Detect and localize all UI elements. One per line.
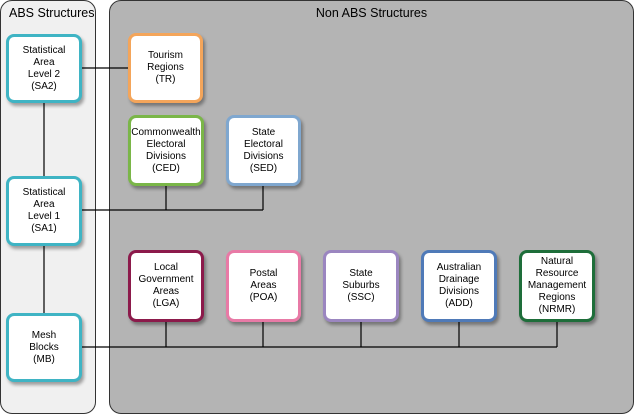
sa1-label-line: Level 1: [27, 211, 61, 222]
nrmr-label-line: (NRMR): [538, 304, 576, 315]
sed-label-line: State: [251, 126, 276, 138]
add-label-line: (ADD): [445, 298, 473, 309]
nrmr-label-line: Regions: [538, 292, 576, 303]
sed-label-line: (SED): [249, 162, 278, 174]
nrmr-label-line: Natural: [540, 256, 574, 267]
sa1-label-line: Statistical: [22, 187, 66, 198]
sed-label-line: Electoral: [244, 138, 283, 150]
tr-label-line: Tourism: [147, 50, 183, 61]
mb-label-line: Mesh: [31, 329, 57, 341]
poa-label-line: Postal: [249, 268, 278, 279]
sa1-label-line: Area: [33, 199, 55, 210]
lga-label-line: Areas: [152, 286, 180, 297]
ssc-label-line: State: [349, 268, 373, 279]
mb-label-line: (MB): [33, 353, 55, 365]
sa1-label-line: (SA1): [31, 223, 57, 234]
lga-label-line: Local: [154, 262, 178, 273]
lga-label-line: (LGA): [152, 298, 180, 309]
sa2-label-line: (SA2): [31, 80, 57, 92]
poa-label-line: (POA): [249, 292, 278, 303]
nrmr-label-line: Resource: [535, 268, 579, 279]
add-label-line: Australian: [436, 262, 482, 273]
sed-label-line: Divisions: [243, 150, 284, 162]
sa2-label-line: Area: [33, 56, 55, 68]
ssc-label-line: (SSC): [347, 292, 375, 303]
nrmr-label-line: Management: [527, 280, 587, 291]
tr-label-line: (TR): [155, 74, 176, 85]
add-label-line: Drainage: [438, 274, 480, 285]
ced-label-line: Electoral: [146, 138, 186, 150]
ced-label-line: Divisions: [145, 150, 186, 162]
non-abs-structures-title: Non ABS Structures: [315, 6, 428, 20]
ced-label-line: (CED): [152, 162, 180, 174]
mb-label-line: Blocks: [29, 341, 59, 353]
abs-structures-title: ABS Structures: [9, 6, 95, 20]
tr-label-line: Regions: [147, 62, 184, 73]
lga-label-line: Government: [138, 274, 194, 285]
sa2-label-line: Statistical: [22, 44, 66, 56]
add-label-line: Divisions: [438, 286, 479, 297]
sa2-label-line: Level 2: [27, 68, 61, 80]
poa-label-line: Areas: [250, 280, 277, 291]
ced-label-line: Commonwealth: [131, 126, 201, 138]
ssc-label-line: Suburbs: [342, 280, 380, 291]
